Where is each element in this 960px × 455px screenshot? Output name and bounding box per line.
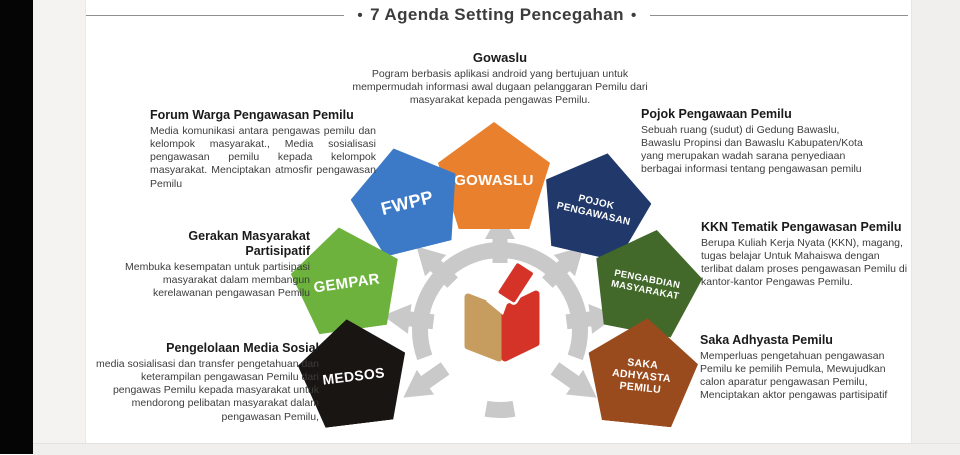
page-title-row: • 7 Agenda Setting Pencegahan • [86,5,909,25]
title-rule-right [649,14,909,16]
agenda-body: Sebuah ruang (sudut) di Gedung Bawaslu, … [641,124,863,176]
title-bullet-left: • [357,7,364,24]
agenda-description-fwpp: Forum Warga Pengawasan Pemilu Media komu… [150,108,376,191]
pentagon-label: PENGABDIAN MASYARAKAT [610,267,682,302]
right-gray-strip [911,0,960,454]
agenda-heading: Pengelolaan Media Sosial [166,341,319,355]
agenda-body: Membuka kesempatan untuk partisipasi mas… [124,261,310,300]
agenda-description-kkn-tematik: KKN Tematik Pengawasan Pemilu Berupa Kul… [701,220,913,290]
page-title: • 7 Agenda Setting Pencegahan • [344,5,649,25]
agenda-body: Memperluas pengetahuan pengawasan Pemilu… [700,350,888,402]
agenda-heading: Gerakan Masyarakat Partisipatif [188,229,310,258]
agenda-body: Pogram berbasis aplikasi android yang be… [352,67,648,106]
pentagon-label: GEMPAR [312,270,381,297]
title-rule-left [86,14,345,16]
title-bullet-right: • [630,7,637,24]
agenda-body: Berupa Kuliah Kerja Nyata (KKN), magang,… [701,237,908,289]
left-gray-strip [33,0,86,454]
agenda-description-gempar: Gerakan Masyarakat Partisipatif Membuka … [122,229,310,300]
agenda-heading: Forum Warga Pengawasan Pemilu [150,108,354,122]
agenda-heading: Pojok Pengawaan Pemilu [641,107,792,121]
agenda-heading: Saka Adhyasta Pemilu [700,333,833,347]
gear-ring [412,242,588,419]
agenda-description-medsos: Pengelolaan Media Sosial media sosialisa… [94,341,319,424]
page-title-text: 7 Agenda Setting Pencegahan [370,5,624,24]
bawaslu-ballot-box-logo [464,260,540,362]
pentagon-label: MEDSOS [321,364,386,389]
agenda-heading: KKN Tematik Pengawasan Pemilu [701,220,902,234]
pentagon-saka-adhyasta: SAKA ADHYASTA PEMILU [582,313,702,430]
pentagon-label: POJOK PENGAWASAN [555,193,632,228]
left-black-bar [0,0,33,454]
agenda-description-saka-adhyasta: Saka Adhyasta Pemilu Memperluas pengetah… [700,333,912,403]
agenda-body: Media komunikasi antara pengawas pemilu … [150,125,376,190]
bottom-gray-strip [33,443,960,455]
pentagon-label: GOWASLU [454,171,534,189]
agenda-body: media sosialisasi dan transfer pengetahu… [96,358,319,423]
agenda-description-pojok-pengawasan: Pojok Pengawaan Pemilu Sebuah ruang (sud… [641,107,876,177]
pentagon-label: SAKA ADHYASTA PEMILU [611,356,672,397]
agenda-description-gowaslu: Gowaslu Pogram berbasis aplikasi android… [345,50,655,107]
pentagon-label: FWPP [378,186,436,220]
agenda-heading: Gowaslu [472,50,528,65]
